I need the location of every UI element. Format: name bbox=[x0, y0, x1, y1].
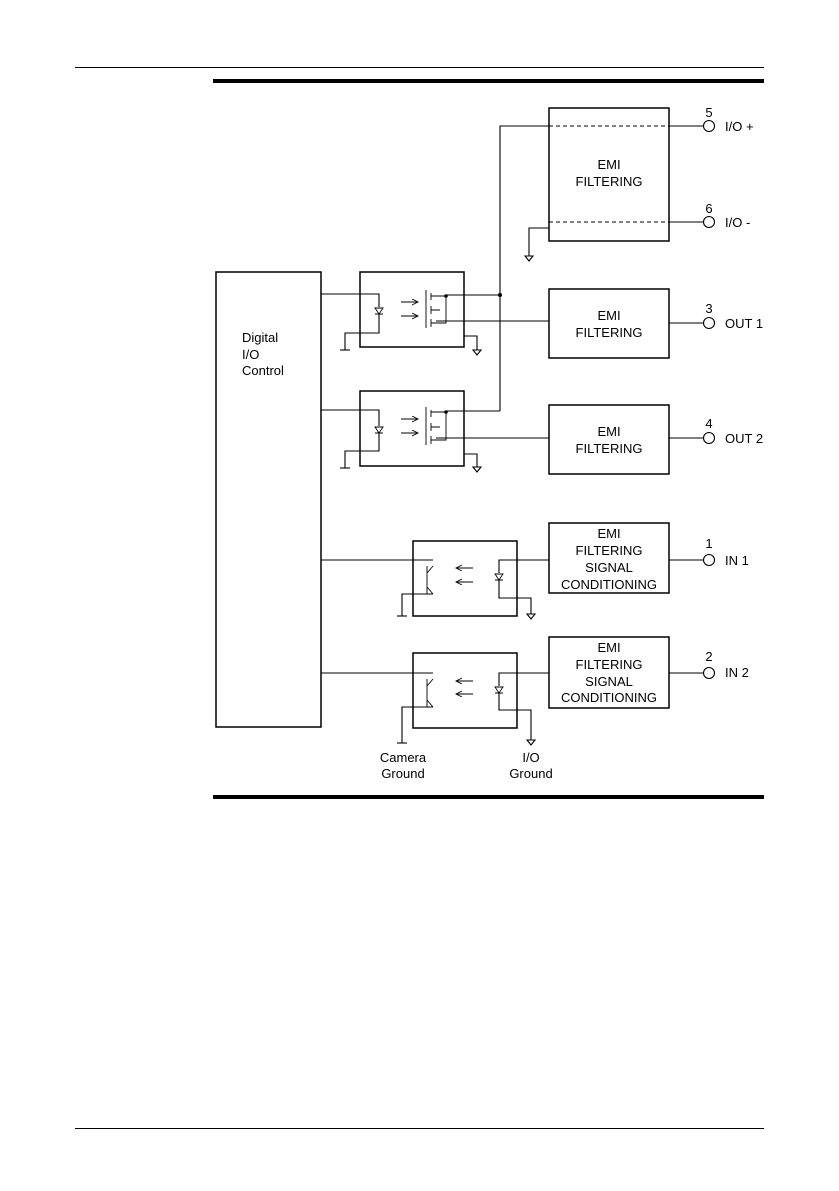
in2-emitter-wire bbox=[402, 707, 433, 743]
in1-led-return-wire bbox=[499, 580, 531, 614]
emi-in2-line-4: CONDITIONING bbox=[561, 690, 657, 705]
camera-ground-label-line-1: Camera bbox=[380, 750, 427, 765]
emi-in2-line-1: EMI bbox=[597, 640, 620, 655]
out2-mosfet-icon bbox=[426, 407, 446, 445]
in1-io-ground-symbol bbox=[527, 614, 535, 619]
emi-out1-line-2: FILTERING bbox=[576, 325, 643, 340]
out2-led-return-wire bbox=[345, 433, 379, 468]
emi-in1-line-1: EMI bbox=[597, 526, 620, 541]
input-optocoupler-1 bbox=[413, 541, 517, 616]
pin-name-in1: IN 1 bbox=[725, 553, 749, 568]
in1-led-anode-wire bbox=[499, 560, 549, 573]
pin-number-6: 6 bbox=[705, 201, 712, 216]
pin-number-3: 3 bbox=[705, 301, 712, 316]
pin-name-io-plus: I/O + bbox=[725, 119, 754, 134]
emi-ground-wire bbox=[529, 228, 549, 256]
out1-led-icon bbox=[375, 308, 383, 314]
emi-out2-line-1: EMI bbox=[597, 424, 620, 439]
terminal-6 bbox=[704, 217, 715, 228]
out1-io-ground-symbol bbox=[473, 350, 481, 355]
in2-io-ground-symbol bbox=[527, 740, 535, 745]
in2-led-icon bbox=[495, 687, 503, 693]
in2-phototransistor-icon bbox=[427, 679, 433, 707]
out2-io-ground-wire bbox=[464, 454, 477, 467]
in2-led-anode-wire bbox=[499, 673, 549, 686]
pin-name-out1: OUT 1 bbox=[725, 316, 763, 331]
pin-number-1: 1 bbox=[705, 536, 712, 551]
io-ground-label-line-2: Ground bbox=[509, 766, 552, 781]
emi-in2-line-2: FILTERING bbox=[576, 657, 643, 672]
io-ground-label-line-1: I/O bbox=[522, 750, 539, 765]
out2-led-anode-wire bbox=[321, 410, 379, 426]
out2-io-ground-symbol bbox=[473, 467, 481, 472]
out1-io-ground-wire bbox=[464, 336, 477, 350]
in1-phototransistor-icon bbox=[427, 566, 433, 594]
control-label-line-3: Control bbox=[242, 363, 284, 378]
terminal-3 bbox=[704, 318, 715, 329]
in2-led-return-wire bbox=[499, 693, 531, 740]
pin-name-io-minus: I/O - bbox=[725, 215, 750, 230]
emi-in2-line-3: SIGNAL bbox=[585, 674, 633, 689]
out1-mosfet-icon bbox=[426, 290, 446, 328]
emi-ground-symbol bbox=[525, 256, 533, 261]
camera-ground-label-line-2: Ground bbox=[381, 766, 424, 781]
in1-led-icon bbox=[495, 574, 503, 580]
pin-number-2: 2 bbox=[705, 649, 712, 664]
terminal-1 bbox=[704, 555, 715, 566]
emi-out2-line-2: FILTERING bbox=[576, 441, 643, 456]
emi-block-out1 bbox=[549, 289, 669, 358]
out1-led-anode-wire bbox=[321, 294, 379, 307]
control-label-line-2: I/O bbox=[242, 347, 259, 362]
io-plus-rail bbox=[500, 126, 549, 411]
emi-out1-line-1: EMI bbox=[597, 308, 620, 323]
emi-power-line-1: EMI bbox=[597, 157, 620, 172]
pin-number-5: 5 bbox=[705, 105, 712, 120]
emi-in1-line-2: FILTERING bbox=[576, 543, 643, 558]
emi-power-line-2: FILTERING bbox=[576, 174, 643, 189]
terminal-5 bbox=[704, 121, 715, 132]
input-optocoupler-2 bbox=[413, 653, 517, 728]
out2-led-icon bbox=[375, 427, 383, 433]
terminal-4 bbox=[704, 433, 715, 444]
control-label-line-1: Digital bbox=[242, 330, 278, 345]
terminal-2 bbox=[704, 668, 715, 679]
pin-name-out2: OUT 2 bbox=[725, 431, 763, 446]
in1-emitter-wire bbox=[402, 594, 433, 616]
out1-led-return-wire bbox=[345, 314, 379, 350]
pin-name-in2: IN 2 bbox=[725, 665, 749, 680]
emi-block-out2 bbox=[549, 405, 669, 474]
emi-in1-line-3: SIGNAL bbox=[585, 560, 633, 575]
pin-number-4: 4 bbox=[705, 416, 712, 431]
emi-in1-line-4: CONDITIONING bbox=[561, 577, 657, 592]
